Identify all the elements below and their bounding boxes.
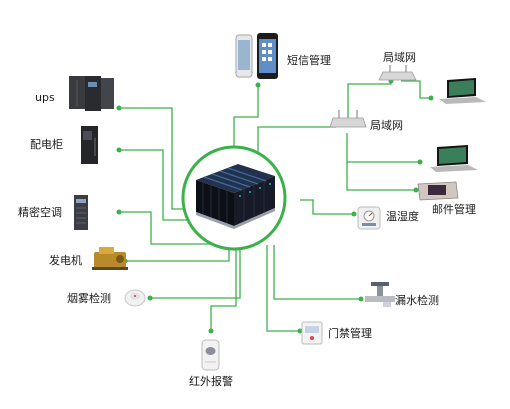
line-mail bbox=[346, 162, 416, 191]
label-lan-mid: 局域网 bbox=[370, 119, 403, 132]
label-access-control: 门禁管理 bbox=[328, 327, 372, 340]
label-lan-top: 局域网 bbox=[383, 51, 416, 64]
precision-ac-icon bbox=[74, 195, 88, 230]
access-control-icon bbox=[301, 321, 323, 345]
label-water-leak-detection: 漏水检测 bbox=[395, 294, 439, 307]
line-ups bbox=[119, 107, 190, 210]
laptop-top-icon bbox=[439, 78, 486, 104]
mail-device-icon bbox=[417, 181, 459, 201]
ups-icon bbox=[69, 76, 114, 111]
router-mid-icon bbox=[329, 110, 367, 128]
server-cluster-icon bbox=[181, 145, 287, 251]
temp-humidity-sensor-icon bbox=[357, 206, 381, 230]
line-smoke-detection bbox=[150, 249, 241, 299]
line-water-leak bbox=[273, 245, 361, 300]
line-lan-mid bbox=[257, 126, 336, 154]
line-sms bbox=[233, 85, 259, 146]
line-lan-top bbox=[347, 81, 392, 121]
water-leak-valve-icon bbox=[365, 282, 395, 307]
smoke-detector-icon bbox=[124, 289, 146, 307]
line-temp-humidity bbox=[300, 199, 354, 215]
label-smoke-detection: 烟雾检测 bbox=[67, 292, 111, 305]
phones-icon bbox=[235, 33, 278, 79]
label-mail-management: 邮件管理 bbox=[432, 203, 476, 216]
line-access-control bbox=[266, 245, 300, 332]
label-temp-humidity: 温湿度 bbox=[386, 210, 419, 223]
line-laptop-mid bbox=[346, 133, 420, 163]
label-infrared-alarm: 红外报警 bbox=[189, 375, 233, 388]
router-top-icon bbox=[378, 65, 417, 81]
line-generator bbox=[125, 249, 230, 262]
label-distribution-cabinet: 配电柜 bbox=[30, 138, 63, 151]
line-laptop-top bbox=[401, 80, 431, 99]
label-generator: 发电机 bbox=[49, 254, 82, 267]
infrared-alarm-icon bbox=[201, 339, 220, 371]
label-sms-management: 短信管理 bbox=[287, 54, 331, 67]
distribution-cabinet-icon bbox=[81, 126, 98, 164]
line-precision-ac bbox=[119, 211, 210, 245]
label-precision-ac: 精密空调 bbox=[18, 206, 62, 219]
generator-icon bbox=[92, 247, 128, 270]
line-infrared-alarm bbox=[210, 249, 237, 331]
line-distribution-cabinet bbox=[119, 149, 190, 221]
label-ups: ups bbox=[35, 91, 55, 104]
laptop-mid-icon bbox=[430, 145, 478, 172]
